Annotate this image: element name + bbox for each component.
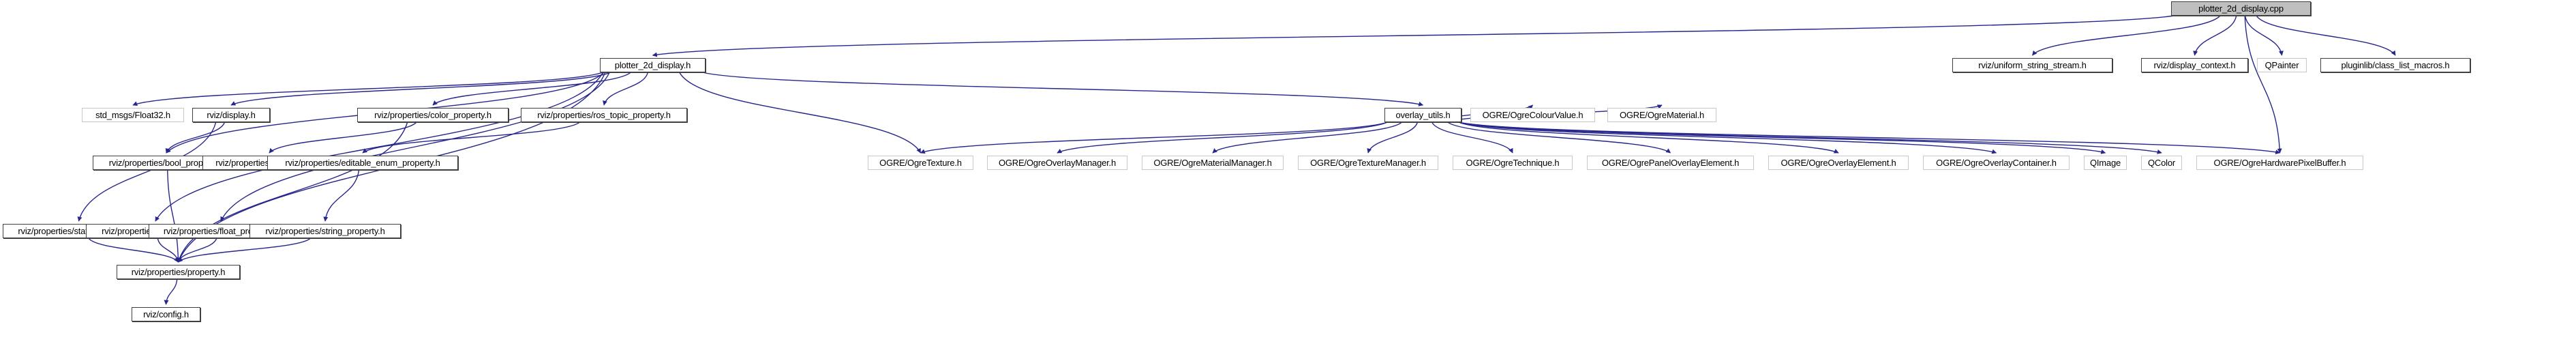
graph-edge-root-to-uss: [2031, 15, 2221, 56]
graph-node-label: plotter_2d_display.cpp: [2198, 3, 2284, 14]
graph-edge-overlayutils-to-ogreovel: [1458, 121, 1839, 154]
graph-edge-intprop-to-property: [157, 238, 180, 263]
graph-node-label: rviz/uniform_string_stream.h: [1978, 60, 2087, 70]
graph-edge-boolprop-to-property: [167, 169, 181, 263]
graph-node-ogreovcont[interactable]: OGRE/OgreOverlayContainer.h: [1923, 156, 2070, 170]
graph-node-ogretexmgr[interactable]: OGRE/OgreTextureManager.h: [1298, 156, 1438, 170]
graph-node-label: rviz/display.h: [207, 110, 256, 120]
graph-node-qcolor[interactable]: QColor: [2141, 156, 2182, 170]
graph-node-ogrecolour[interactable]: OGRE/OgreColourValue.h: [1470, 108, 1595, 122]
graph-node-colorprop[interactable]: rviz/properties/color_property.h: [357, 108, 509, 122]
graph-node-label: rviz/properties/color_property.h: [374, 110, 491, 120]
graph-node-label: rviz/config.h: [143, 309, 189, 319]
graph-edge-colorprop-to-parsecolor: [269, 121, 417, 154]
graph-node-label: OGRE/OgreColourValue.h: [1482, 110, 1584, 120]
graph-edge-overlayutils-to-ogretexture: [920, 121, 1388, 154]
graph-node-label: rviz/properties/string_property.h: [265, 226, 385, 236]
graph-node-label: OGRE/OgreTexture.h: [879, 158, 962, 168]
graph-node-label: rviz/display_context.h: [2153, 60, 2236, 70]
graph-node-label: rviz/properties/bool_property.h: [108, 158, 224, 168]
graph-edge-root-to-ogrehwpb: [2244, 15, 2282, 154]
graph-node-p2dh[interactable]: plotter_2d_display.h: [600, 58, 706, 72]
graph-node-label: OGRE/OgreOverlayManager.h: [998, 158, 1117, 168]
graph-node-label: OGRE/OgrePanelOverlayElement.h: [1601, 158, 1740, 168]
graph-node-label: overlay_utils.h: [1395, 110, 1451, 120]
graph-node-label: pluginlib/class_list_macros.h: [2341, 60, 2450, 70]
graph-node-ogreovel[interactable]: OGRE/OgreOverlayElement.h: [1768, 156, 1909, 170]
graph-node-label: OGRE/OgreOverlayElement.h: [1781, 158, 1896, 168]
graph-edge-colorprop-to-property: [177, 121, 408, 263]
graph-node-ogretechnique[interactable]: OGRE/OgreTechnique.h: [1453, 156, 1573, 170]
graph-edge-p2dh-to-float32: [132, 72, 603, 106]
graph-node-ogrematerial[interactable]: OGRE/OgreMaterial.h: [1607, 108, 1716, 122]
graph-node-label: QPainter: [2264, 60, 2299, 70]
graph-node-label: QColor: [2148, 158, 2175, 168]
graph-edge-p2dh-to-rostopicprop: [603, 72, 649, 106]
graph-node-ogrematmgr[interactable]: OGRE/OgreMaterialManager.h: [1142, 156, 1284, 170]
graph-node-ogreovmgr[interactable]: OGRE/OgreOverlayManager.h: [987, 156, 1127, 170]
graph-node-display[interactable]: rviz/display.h: [192, 108, 270, 122]
graph-edge-overlayutils-to-ogreovmgr: [1057, 121, 1388, 154]
graph-edge-overlayutils-to-ogretechnique: [1431, 121, 1513, 154]
graph-edge-property-to-config: [164, 278, 178, 305]
graph-node-label: std_msgs/Float32.h: [95, 110, 170, 120]
graph-node-pluginlib[interactable]: pluginlib/class_list_macros.h: [2320, 58, 2470, 72]
graph-node-label: plotter_2d_display.h: [614, 60, 691, 70]
graph-edge-root-to-pluginlib: [2256, 15, 2396, 56]
graph-edge-p2dh-to-floatprop: [220, 72, 610, 222]
graph-node-editenum[interactable]: rviz/properties/editable_enum_property.h: [267, 156, 458, 170]
graph-node-qimage[interactable]: QImage: [2084, 156, 2127, 170]
graph-edge-root-to-p2dh: [652, 15, 2175, 57]
graph-edge-root-to-dispctx: [2193, 15, 2237, 56]
graph-edge-root-to-qpainter: [2244, 15, 2284, 56]
graph-node-uss[interactable]: rviz/uniform_string_stream.h: [1952, 58, 2112, 72]
graph-edge-overlayutils-to-ogrematmgr: [1212, 121, 1403, 154]
graph-edge-display-to-statusprop: [77, 121, 217, 222]
graph-node-label: OGRE/OgreMaterial.h: [1619, 110, 1705, 120]
graph-node-label: rviz/properties/editable_enum_property.h: [285, 158, 440, 168]
graph-edge-overlayutils-to-ogretexmgr: [1367, 121, 1419, 154]
graph-edge-p2dh-to-colorprop: [432, 72, 631, 106]
graph-edge-overlayutils-to-ogrepanel: [1447, 121, 1671, 154]
graph-node-rostopicprop[interactable]: rviz/properties/ros_topic_property.h: [521, 108, 687, 122]
graph-node-label: OGRE/OgreOverlayContainer.h: [1936, 158, 2057, 168]
graph-node-ogrepanel[interactable]: OGRE/OgrePanelOverlayElement.h: [1587, 156, 1754, 170]
graph-edge-statusprop-to-property: [88, 238, 179, 263]
graph-node-dispctx[interactable]: rviz/display_context.h: [2141, 58, 2248, 72]
graph-node-label: OGRE/OgreHardwarePixelBuffer.h: [2213, 158, 2346, 168]
graph-node-label: QImage: [2089, 158, 2121, 168]
graph-node-ogrehwpb[interactable]: OGRE/OgreHardwarePixelBuffer.h: [2196, 156, 2363, 170]
graph-edge-p2dh-to-overlayutils: [702, 72, 1424, 106]
graph-edge-p2dh-to-intprop: [155, 72, 604, 222]
graph-node-config[interactable]: rviz/config.h: [132, 307, 200, 321]
graph-edge-stringprop-to-property: [178, 238, 311, 263]
graph-node-qpainter[interactable]: QPainter: [2257, 58, 2307, 72]
graph-node-label: rviz/properties/property.h: [131, 267, 226, 277]
graph-node-stringprop[interactable]: rviz/properties/string_property.h: [249, 224, 401, 238]
graph-edge-overlayutils-to-ogreovcont: [1458, 121, 1997, 154]
graph-node-property[interactable]: rviz/properties/property.h: [117, 265, 240, 279]
graph-node-root[interactable]: plotter_2d_display.cpp: [2171, 1, 2311, 16]
graph-node-label: OGRE/OgreTechnique.h: [1466, 158, 1560, 168]
graph-node-float32[interactable]: std_msgs/Float32.h: [82, 108, 184, 122]
graph-edge-editenum-to-stringprop: [323, 169, 360, 222]
graph-edge-p2dh-to-display: [230, 72, 611, 106]
graph-node-label: OGRE/OgreTextureManager.h: [1310, 158, 1426, 168]
graph-edge-p2dh-to-ogretexture: [679, 72, 922, 154]
graph-edge-display-to-boolprop: [165, 121, 226, 154]
graph-node-overlayutils[interactable]: overlay_utils.h: [1384, 108, 1461, 122]
graph-edge-overlayutils-to-qimage: [1458, 121, 2106, 154]
graph-edge-overlayutils-to-ogrehwpb: [1458, 121, 2281, 155]
graph-edge-overlayutils-to-qcolor: [1458, 121, 2162, 154]
graph-node-label: rviz/properties/ros_topic_property.h: [537, 110, 671, 120]
graph-node-ogretexture[interactable]: OGRE/OgreTexture.h: [868, 156, 973, 170]
graph-edge-floatprop-to-property: [177, 238, 217, 263]
graph-node-label: OGRE/OgreMaterialManager.h: [1153, 158, 1272, 168]
graph-edge-rostopicprop-to-editenum: [362, 121, 581, 154]
